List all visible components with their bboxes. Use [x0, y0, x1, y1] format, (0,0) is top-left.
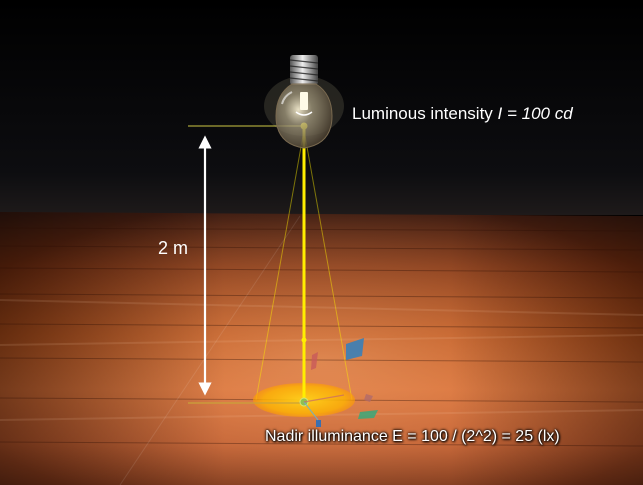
intensity-value: = 100 cd	[502, 104, 573, 123]
luminous-intensity-label: Luminous intensity I = 100 cd	[352, 104, 573, 124]
height-label: 2 m	[158, 238, 189, 258]
wooden-floor	[0, 212, 643, 485]
intensity-prefix: Luminous intensity	[352, 104, 498, 123]
intensity-symbol: I	[497, 104, 503, 123]
light-cone	[255, 129, 353, 401]
beam-midpoint	[301, 337, 307, 343]
nadir-illuminance-label: Nadir illuminance E = 100 / (2^2) = 25 (…	[265, 428, 560, 445]
transform-gizmo-icon	[303, 338, 378, 427]
light-bulb-icon	[264, 55, 344, 149]
